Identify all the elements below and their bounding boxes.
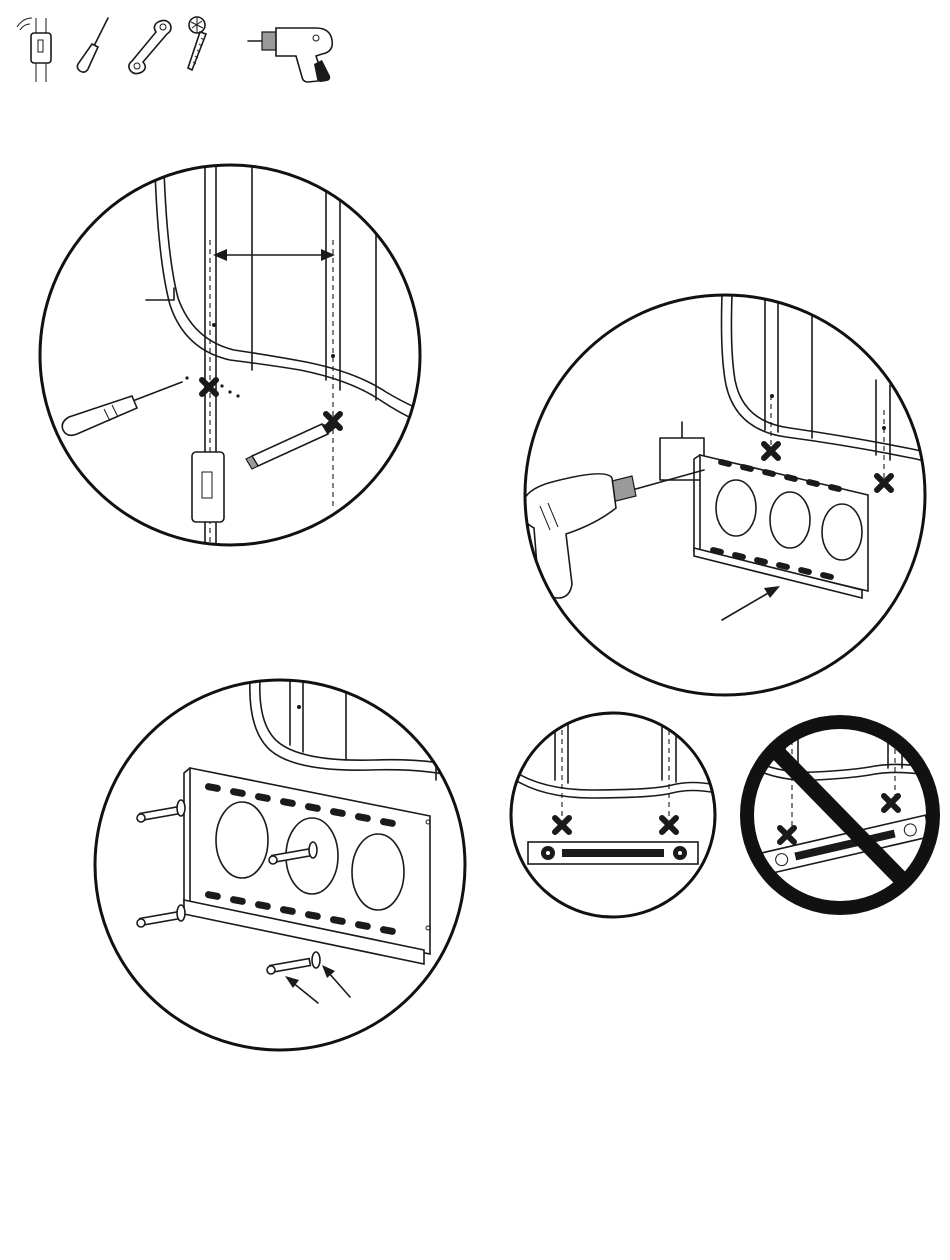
step-drill-pilot-holes <box>522 295 950 695</box>
tools-row <box>17 17 332 82</box>
awl-icon <box>77 18 108 72</box>
wrench-icon <box>129 20 171 73</box>
step-level-incorrect <box>745 722 935 908</box>
stud-finder-icon <box>17 18 51 82</box>
level-icon <box>528 842 698 864</box>
power-drill-icon <box>248 28 332 82</box>
step-attach-plate <box>95 680 472 1050</box>
step-locate-studs <box>40 165 448 560</box>
masonry-drill-bit-icon <box>188 17 206 70</box>
step-level-correct <box>511 712 716 917</box>
